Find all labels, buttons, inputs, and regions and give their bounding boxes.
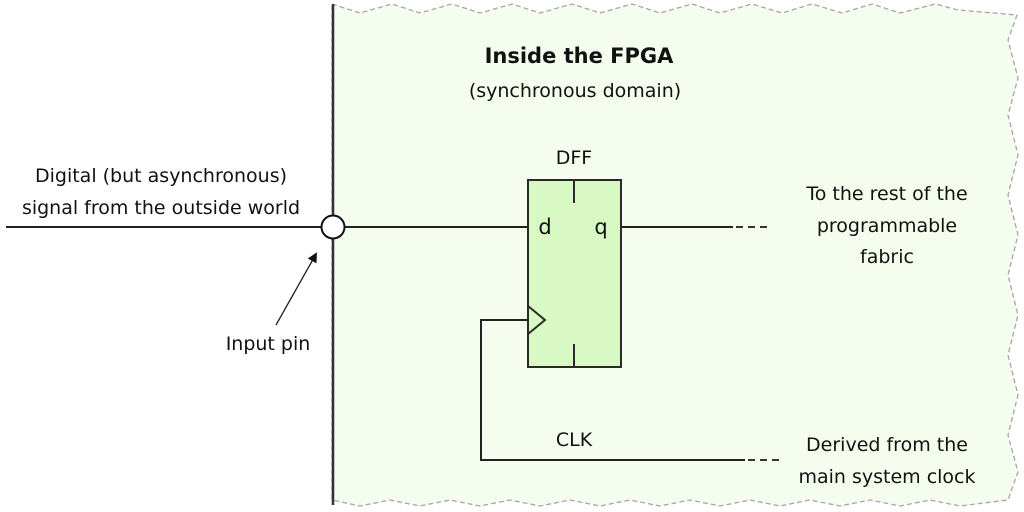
dff-d-pin-label: d [538, 215, 551, 239]
dff-block [527, 179, 622, 368]
input-pin-circle [320, 214, 346, 240]
fpga-region-subtitle: (synchronous domain) [469, 80, 681, 102]
clock-source-line1: Derived from the [806, 434, 968, 456]
dff-q-pin-label: q [594, 215, 607, 239]
output-destination-line1: To the rest of the [805, 183, 967, 205]
external-signal-label-line1: Digital (but asynchronous) [35, 165, 287, 187]
dff-clock-triangle-icon [527, 305, 547, 335]
input-pin-label: Input pin [226, 333, 311, 355]
output-destination-line3: fabric [860, 246, 914, 268]
output-destination-line2: programmable [817, 215, 957, 237]
fpga-region-title: Inside the FPGA [485, 44, 675, 68]
external-signal-label-line2: signal from the outside world [22, 197, 300, 219]
input-pin-arrow [275, 252, 317, 326]
clock-wire [480, 319, 745, 461]
clock-source-line2: main system clock [798, 466, 975, 488]
fpga-region-background [331, 3, 1019, 507]
dff-label: DFF [556, 147, 593, 169]
clock-label: CLK [556, 429, 593, 451]
